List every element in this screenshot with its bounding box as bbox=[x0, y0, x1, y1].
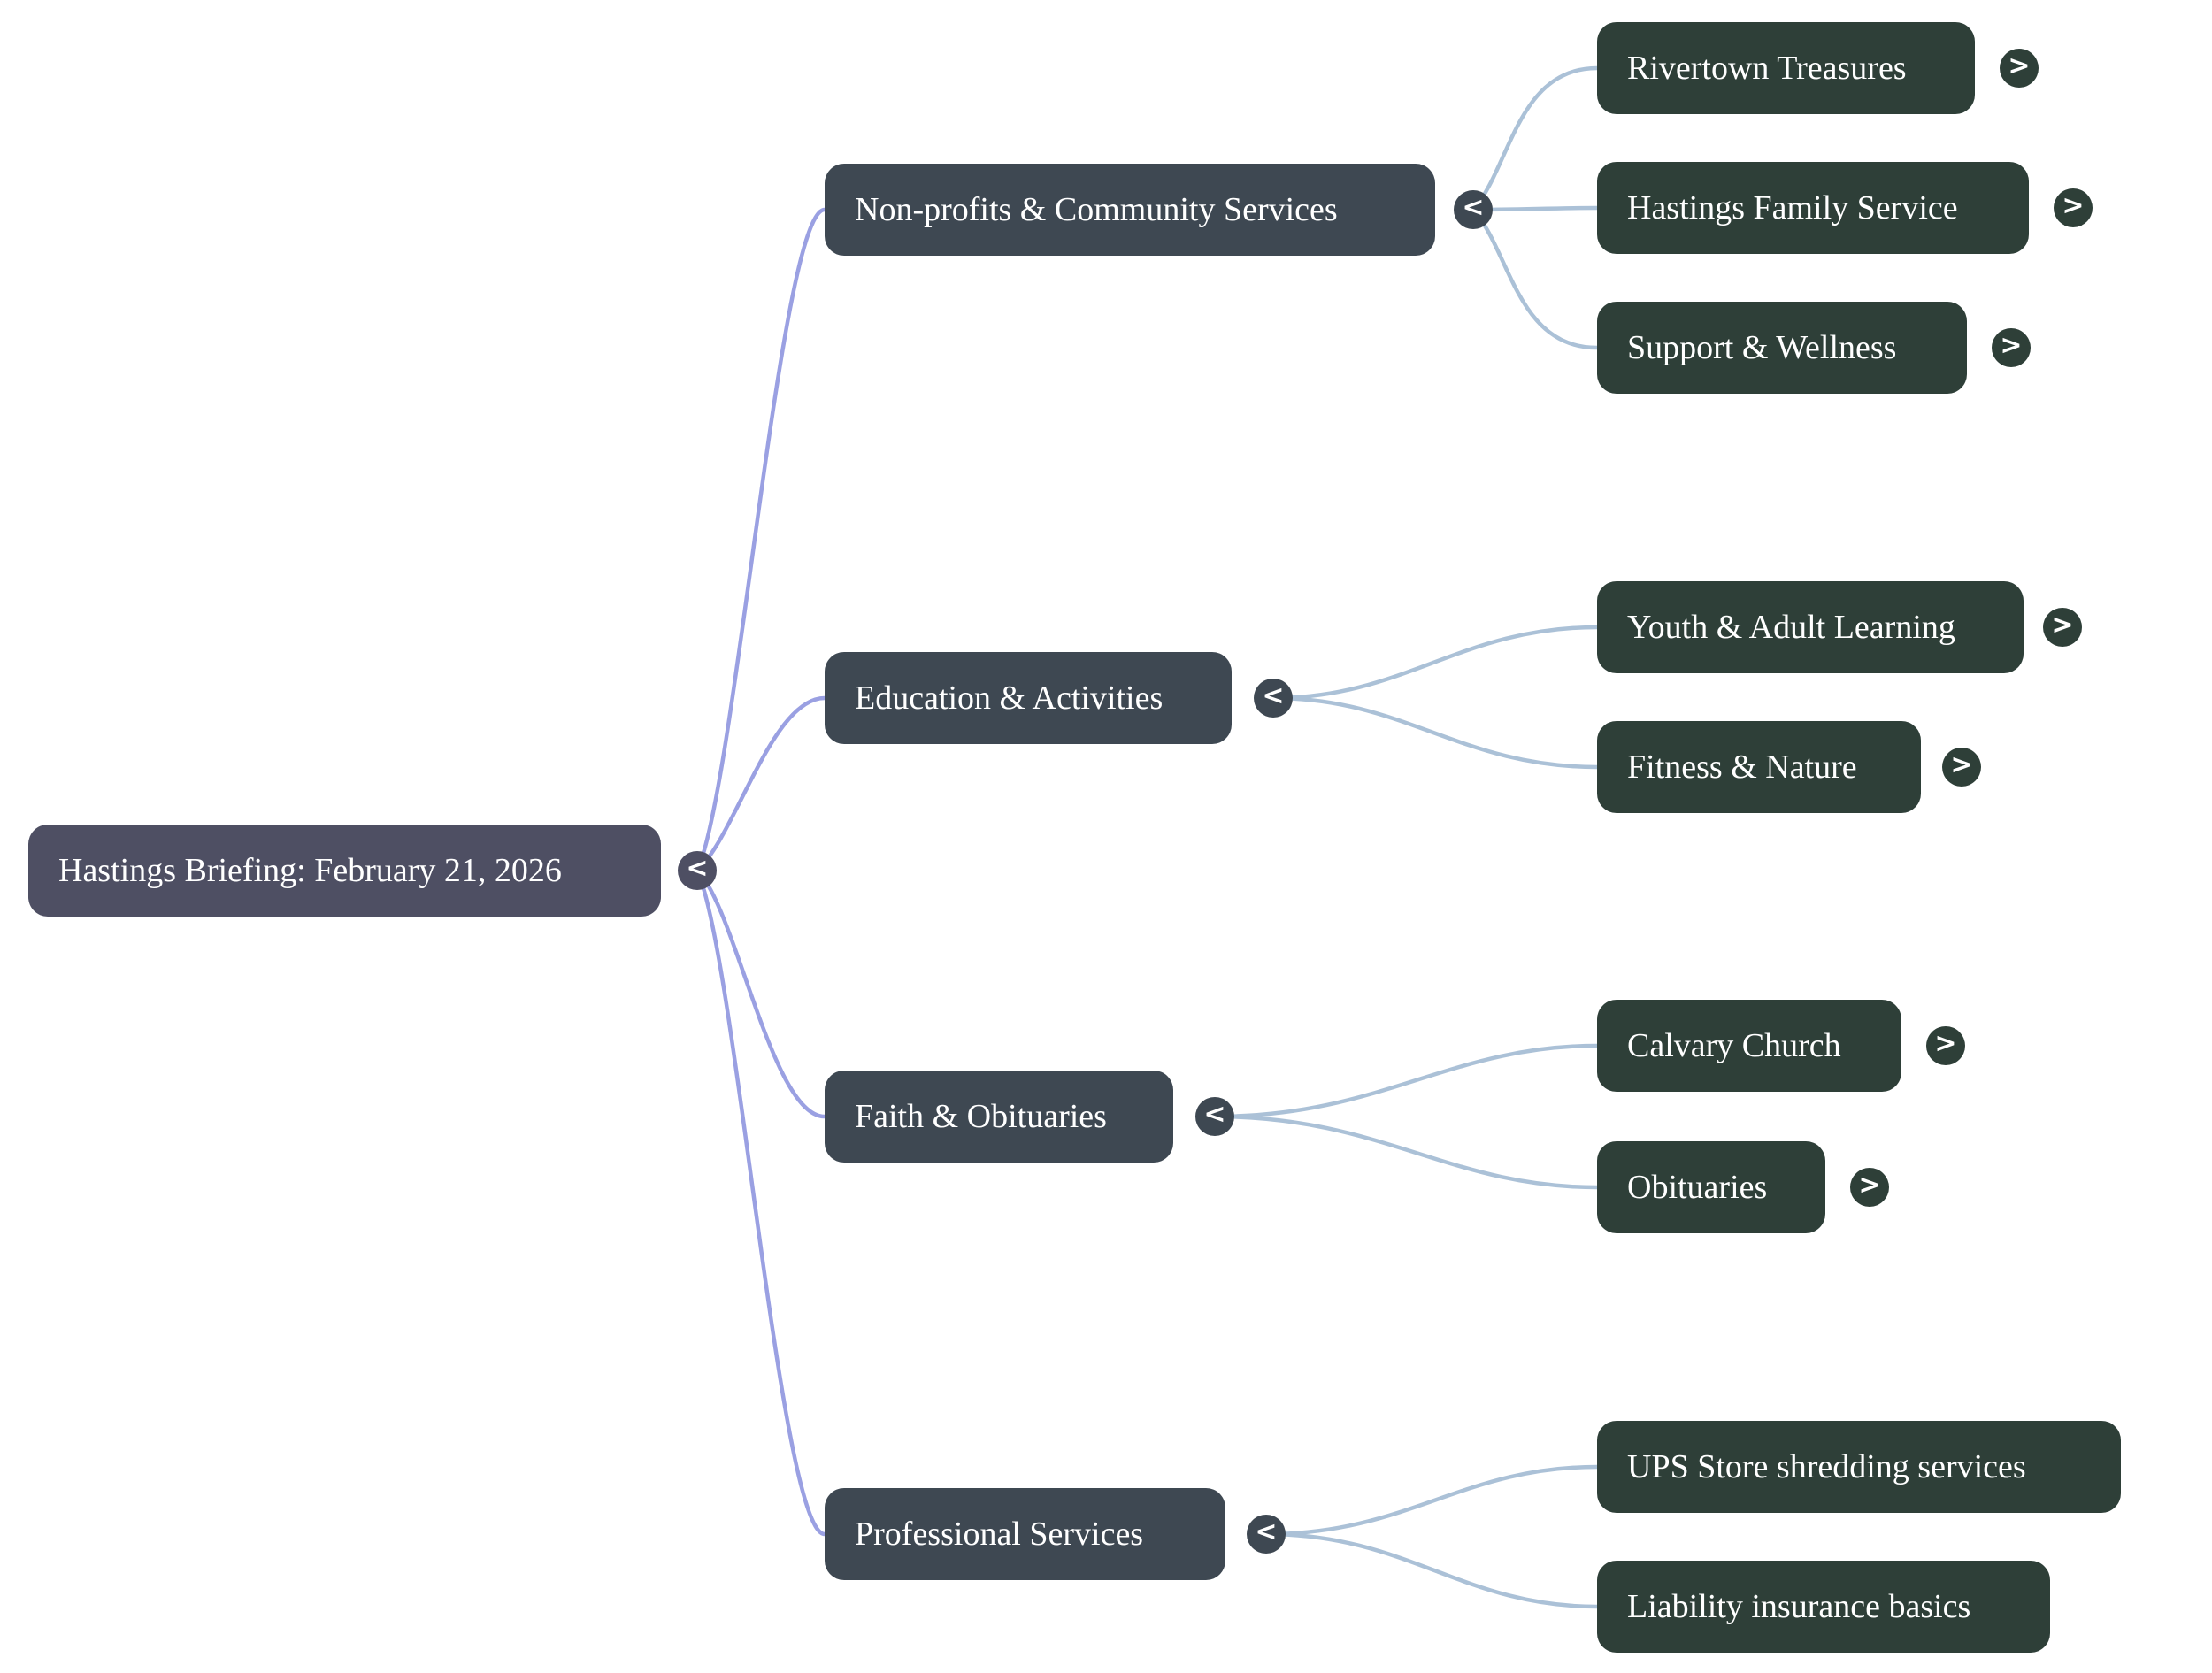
collapse-toggle-professional[interactable]: < bbox=[1247, 1515, 1286, 1554]
link-professional-ups-shredding bbox=[1263, 1464, 1600, 1537]
node-hastings-family-service[interactable]: Hastings Family Service bbox=[1597, 162, 2029, 254]
expand-toggle-youth-adult-learning[interactable]: > bbox=[2043, 608, 2082, 647]
node-label: Obituaries bbox=[1627, 1169, 1768, 1206]
link-faith-calvary-church bbox=[1212, 1043, 1600, 1119]
node-label: Hastings Family Service bbox=[1627, 189, 1958, 226]
node-label: UPS Store shredding services bbox=[1627, 1448, 2026, 1485]
chevron-right-icon: > bbox=[1934, 1028, 1957, 1059]
chevron-left-icon: < bbox=[1462, 192, 1485, 223]
link-root-education bbox=[695, 695, 827, 873]
expand-toggle-rivertown-treasures[interactable]: > bbox=[2000, 49, 2039, 88]
node-nonprofits-community-services[interactable]: Non-profits & Community Services bbox=[825, 164, 1435, 256]
link-professional-liability-insurance bbox=[1263, 1531, 1600, 1609]
node-label: Rivertown Treasures bbox=[1627, 50, 1907, 87]
node-label: Fitness & Nature bbox=[1627, 748, 1857, 786]
expand-toggle-fitness-nature[interactable]: > bbox=[1942, 748, 1981, 787]
node-rivertown-treasures[interactable]: Rivertown Treasures bbox=[1597, 22, 1975, 114]
node-professional-services[interactable]: Professional Services bbox=[825, 1488, 1225, 1580]
link-nonprofits-rivertown bbox=[1471, 65, 1600, 212]
node-fitness-nature[interactable]: Fitness & Nature bbox=[1597, 721, 1921, 813]
node-label: Non-profits & Community Services bbox=[855, 191, 1338, 228]
node-label: Liability insurance basics bbox=[1627, 1588, 1971, 1625]
node-root-label: Hastings Briefing: February 21, 2026 bbox=[58, 852, 562, 889]
node-calvary-church[interactable]: Calvary Church bbox=[1597, 1000, 1901, 1092]
chevron-right-icon: > bbox=[2062, 190, 2085, 221]
node-ups-store-shredding[interactable]: UPS Store shredding services bbox=[1597, 1421, 2121, 1513]
node-label: Faith & Obituaries bbox=[855, 1098, 1107, 1135]
node-label: Education & Activities bbox=[855, 679, 1164, 717]
link-root-nonprofits bbox=[695, 207, 827, 873]
link-root-faith bbox=[695, 868, 827, 1119]
node-liability-insurance-basics[interactable]: Liability insurance basics bbox=[1597, 1561, 2050, 1653]
node-root[interactable]: Hastings Briefing: February 21, 2026 bbox=[28, 825, 661, 917]
link-education-fitness-nature bbox=[1271, 695, 1600, 770]
expand-toggle-calvary-church[interactable]: > bbox=[1926, 1026, 1965, 1065]
node-education-activities[interactable]: Education & Activities bbox=[825, 652, 1232, 744]
link-education-youth-adult bbox=[1271, 625, 1600, 701]
chevron-right-icon: > bbox=[1950, 749, 1973, 780]
node-label: Youth & Adult Learning bbox=[1627, 609, 1955, 646]
link-root-professional bbox=[695, 868, 827, 1537]
collapse-toggle-education[interactable]: < bbox=[1254, 679, 1293, 718]
chevron-right-icon: > bbox=[2000, 330, 2023, 361]
link-faith-obituaries bbox=[1212, 1114, 1600, 1190]
node-label: Calvary Church bbox=[1627, 1027, 1841, 1064]
chevron-right-icon: > bbox=[2051, 610, 2074, 641]
link-nonprofits-support-wellness bbox=[1471, 207, 1600, 350]
expand-toggle-hastings-family-service[interactable]: > bbox=[2054, 188, 2093, 227]
chevron-left-icon: < bbox=[1255, 1516, 1278, 1547]
collapse-toggle-root[interactable]: < bbox=[678, 851, 717, 890]
chevron-left-icon: < bbox=[686, 853, 709, 884]
collapse-toggle-faith[interactable]: < bbox=[1195, 1097, 1234, 1136]
collapse-toggle-nonprofits[interactable]: < bbox=[1454, 190, 1493, 229]
chevron-left-icon: < bbox=[1203, 1099, 1226, 1130]
chevron-right-icon: > bbox=[2008, 50, 2031, 81]
node-youth-adult-learning[interactable]: Youth & Adult Learning bbox=[1597, 581, 2024, 673]
expand-toggle-support-wellness[interactable]: > bbox=[1992, 328, 2031, 367]
node-faith-obituaries[interactable]: Faith & Obituaries bbox=[825, 1071, 1173, 1163]
node-support-wellness[interactable]: Support & Wellness bbox=[1597, 302, 1967, 394]
chevron-left-icon: < bbox=[1262, 680, 1285, 711]
node-label: Professional Services bbox=[855, 1516, 1144, 1553]
node-obituaries[interactable]: Obituaries bbox=[1597, 1141, 1825, 1233]
expand-toggle-obituaries[interactable]: > bbox=[1850, 1168, 1889, 1207]
chevron-right-icon: > bbox=[1858, 1170, 1881, 1201]
node-label: Support & Wellness bbox=[1627, 329, 1897, 366]
